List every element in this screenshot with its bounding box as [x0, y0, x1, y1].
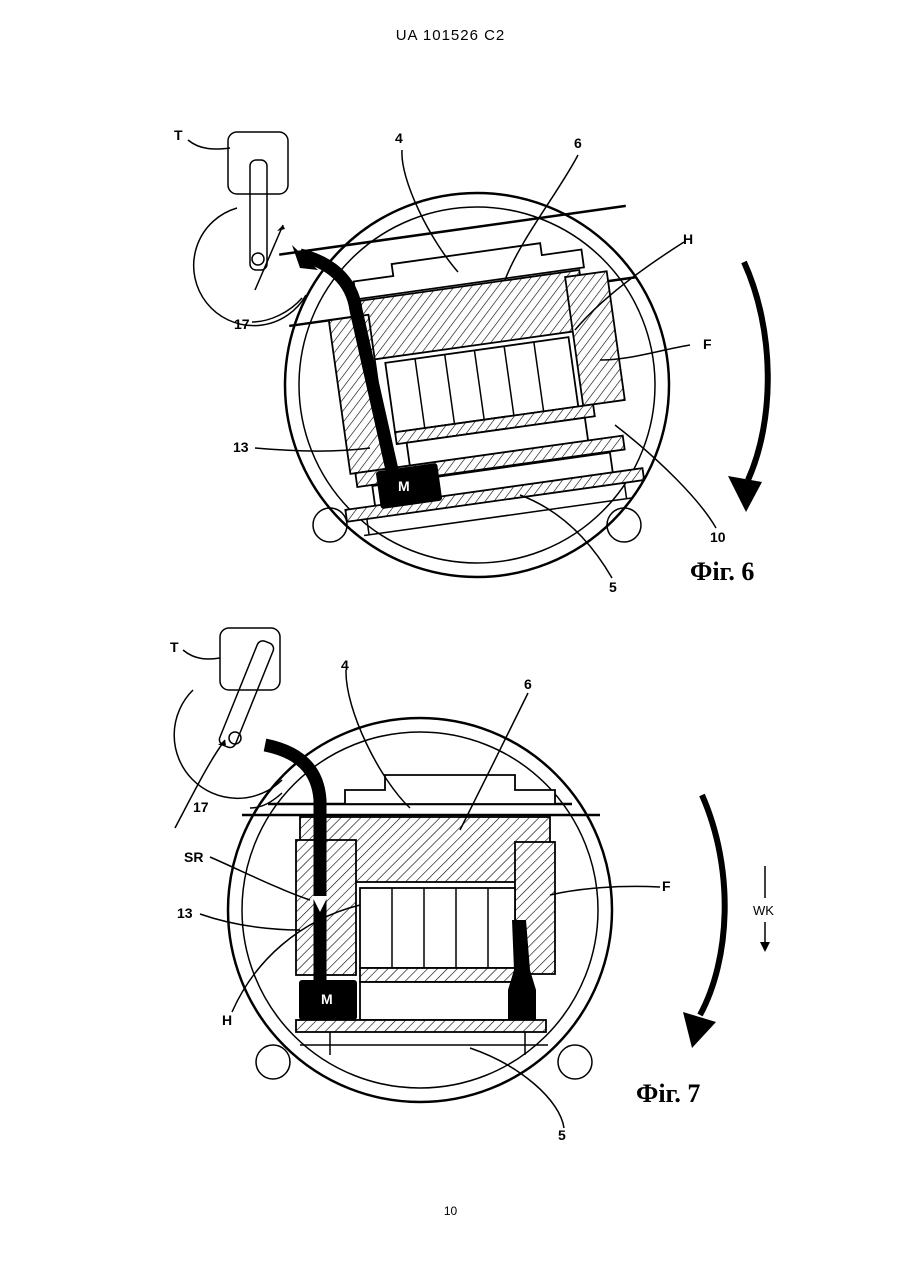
- document-header: UA 101526 C2: [0, 27, 901, 44]
- support-roller-left: [256, 1045, 290, 1079]
- label-4: 4: [395, 130, 403, 146]
- label-6: 6: [574, 135, 582, 151]
- mould-assembly: [242, 775, 600, 1055]
- label-13: 13: [233, 439, 249, 455]
- label-4: 4: [341, 657, 349, 673]
- tilting-unit-t: [228, 132, 288, 194]
- tilt-arm: [218, 639, 276, 749]
- tilt-pivot: [252, 253, 264, 265]
- label-5: 5: [558, 1127, 566, 1143]
- support-roller-right: [607, 508, 641, 542]
- label-17: 17: [193, 799, 209, 815]
- tilt-pivot: [229, 732, 241, 744]
- label-17: 17: [234, 316, 250, 332]
- tilting-unit-t: [220, 628, 280, 690]
- label-f: F: [662, 878, 671, 894]
- label-h: H: [222, 1012, 232, 1028]
- label-10: 10: [710, 529, 726, 545]
- rotation-arrow: [700, 795, 725, 1015]
- figure-6-drawing: M T 4 6 H F 17 13 10 5 Фіг. 6: [0, 110, 901, 610]
- figure-7-drawing: M T 4 6 17 SR 13 H F 5 WK Фіг. 7: [0, 620, 901, 1150]
- rotation-arrow: [744, 262, 768, 480]
- label-m: M: [398, 478, 410, 494]
- support-roller-left: [313, 508, 347, 542]
- figure-7-caption: Фіг. 7: [636, 1079, 700, 1108]
- label-t: T: [170, 639, 179, 655]
- label-m: M: [321, 991, 333, 1007]
- label-13: 13: [177, 905, 193, 921]
- label-wk: WK: [753, 903, 774, 918]
- label-5: 5: [609, 579, 617, 595]
- page-number: 10: [0, 1204, 901, 1218]
- figure-6-caption: Фіг. 6: [690, 557, 754, 586]
- label-sr: SR: [184, 849, 203, 865]
- label-h: H: [683, 231, 693, 247]
- mould-assembly: [279, 206, 666, 542]
- label-f: F: [703, 336, 712, 352]
- support-roller-right: [558, 1045, 592, 1079]
- label-t: T: [174, 127, 183, 143]
- label-6: 6: [524, 676, 532, 692]
